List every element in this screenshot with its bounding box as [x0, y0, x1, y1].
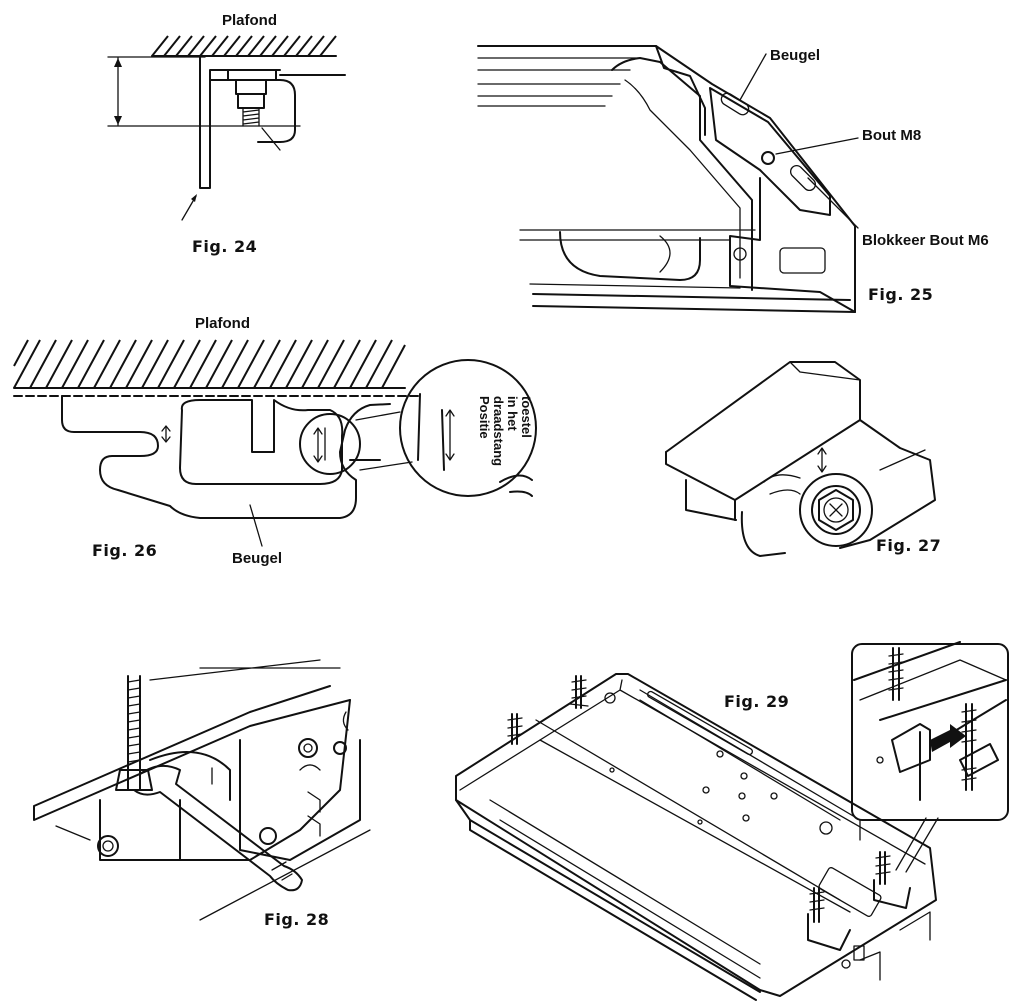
fig29-inset-box [851, 643, 1009, 821]
fig25-diagram: Beugel Bout M8 Blokkeer Bout M6 Fig. 25 [477, 45, 989, 313]
fig29-diagram: Fig. 29 [455, 641, 1009, 1001]
svg-text:in het: in het [505, 396, 520, 431]
fig28-caption: Fig. 28 [264, 910, 329, 929]
fig24-ceiling-label: Plafond [222, 12, 277, 29]
fig28-diagram: Fig. 28 [33, 659, 371, 929]
fig24-diagram: Plafond Fig. 24 [107, 12, 346, 256]
fig24-ceiling-hatch [151, 35, 337, 57]
fig25-bolt-label: Bout M8 [862, 127, 921, 144]
svg-text:draadstang: draadstang [491, 396, 506, 466]
fig26-rod-position-text: Positie draadstang in het toestel [477, 396, 534, 466]
fig26-caption: Fig. 26 [92, 541, 157, 560]
fig25-bracket-label: Beugel [770, 47, 820, 64]
fig29-threaded-rods [507, 675, 891, 923]
fig29-caption: Fig. 29 [724, 692, 789, 711]
fig25-lock-bolt-label: Blokkeer Bout M6 [862, 232, 989, 249]
fig25-caption: Fig. 25 [868, 285, 933, 304]
fig26-ceiling-hatch [13, 339, 406, 389]
fig26-bracket-label: Beugel [232, 550, 282, 567]
svg-text:toestel: toestel [519, 396, 534, 438]
fig27-diagram: Fig. 27 [665, 361, 941, 557]
fig24-caption: Fig. 24 [192, 237, 257, 256]
svg-text:Positie: Positie [477, 396, 492, 439]
fig26-ceiling-label: Plafond [195, 315, 250, 332]
fig26-diagram: Plafond [13, 315, 537, 567]
fig27-caption: Fig. 27 [876, 536, 941, 555]
